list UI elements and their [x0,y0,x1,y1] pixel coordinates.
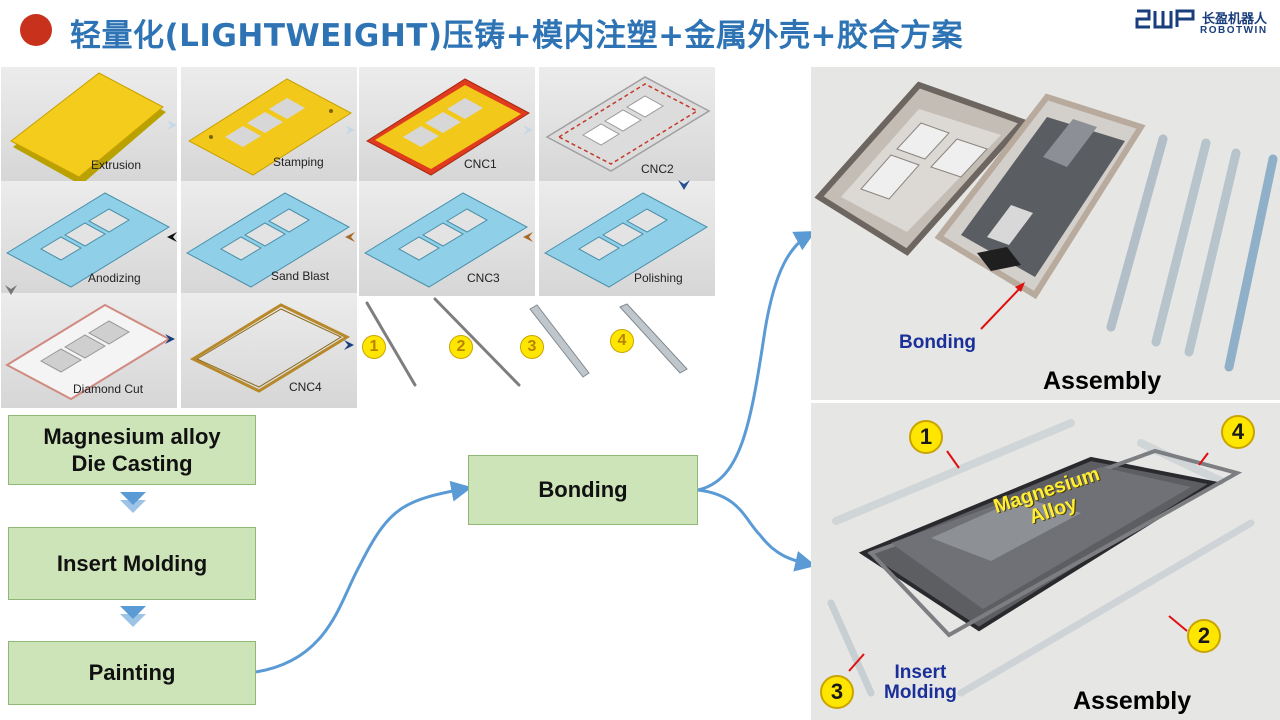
chevron-right-icon [345,125,355,135]
step-label: CNC1 [464,157,497,171]
step-tile-anodizing: Anodizing [1,181,177,296]
step-tile-diamond-cut: Diamond Cut [1,293,177,408]
part-number-badge: 2 [1187,619,1221,653]
chevron-right-icon [165,334,175,344]
step-label: CNC4 [289,380,322,394]
step-label: Anodizing [88,271,141,285]
step-tile-sand-blast: Sand Blast [181,181,357,296]
bonding-box: Bonding [468,455,698,525]
frame-parts-photo [814,81,1278,372]
bar-number-badge: 3 [520,335,544,359]
part-number-badge: 3 [820,675,854,709]
ring-gold-icon [189,303,351,393]
die-casting-box: Magnesium alloy Die Casting [8,415,256,485]
step-tile-cnc4: CNC4 [181,293,357,408]
part-number-badge: 1 [909,420,943,454]
bar-number-badge: 4 [610,329,634,353]
robotwin-logo-icon [1135,9,1195,29]
step-label: CNC3 [467,271,500,285]
step-label: CNC2 [641,162,674,176]
bonding-annotation: Bonding [899,332,977,353]
step-label: Extrusion [91,158,142,172]
page-title: 轻量化(LIGHTWEIGHT)压铸+模内注塑+金属外壳+胶合方案 [70,18,964,54]
insert-molding-annotation: Insert Molding [884,662,957,703]
chevron-down-icon [678,180,690,190]
part-number-badge: 4 [1221,415,1255,449]
step-tile-polishing: Polishing [539,181,715,296]
bar-number-badge: 2 [449,335,473,359]
insert-molding-box: Insert Molding [8,527,256,600]
frame-blue-icon [363,192,529,288]
chevron-right-icon [167,120,177,130]
logo-chinese-text: 长盈机器人 [1202,12,1268,27]
frame-white-icon [4,303,172,401]
bar-number-badge: 1 [362,335,386,359]
robotwin-logo: 长盈机器人 ROBOTWIN [1135,6,1275,42]
step-tile-cnc2: CNC2 [539,67,715,182]
step-label: Polishing [634,271,683,285]
step-tile-stamping: Stamping [181,67,357,182]
frame-blue-icon [185,192,351,288]
chevron-left-icon [167,232,177,242]
frame-silver-icon [545,76,711,172]
painting-box: Painting [8,641,256,705]
chevron-down-icon [5,285,17,295]
chevron-right-icon [344,340,354,350]
title-bullet [20,14,52,46]
step-tile-cnc3: CNC3 [359,181,535,296]
frame-yellow-icon [188,78,352,176]
assembly-photo-top: Bonding Assembly [811,67,1280,400]
chevron-right-icon [523,125,533,135]
frame-bars-illustration [365,297,688,387]
assembly-label-bottom: Assembly [1073,687,1192,715]
step-tile-extrusion: Extrusion [1,67,177,182]
frame-yellow-red-icon [366,78,530,176]
chevron-left-icon [345,232,355,242]
frame-blue-icon [5,192,171,288]
assembly-photo-bottom: 1 4 2 3 Insert Molding Assembly [811,403,1280,720]
step-label: Diamond Cut [73,382,144,396]
step-label: Sand Blast [271,269,330,283]
logo-english-text: ROBOTWIN [1200,25,1268,36]
step-tile-cnc1: CNC1 [359,67,535,182]
step-label: Stamping [273,155,324,169]
magnesium-frame-photo [827,419,1255,697]
chevron-left-icon [523,232,533,242]
plate-yellow-icon [10,72,166,182]
assembly-label-top: Assembly [1043,367,1162,395]
frame-blue-icon [543,192,709,288]
